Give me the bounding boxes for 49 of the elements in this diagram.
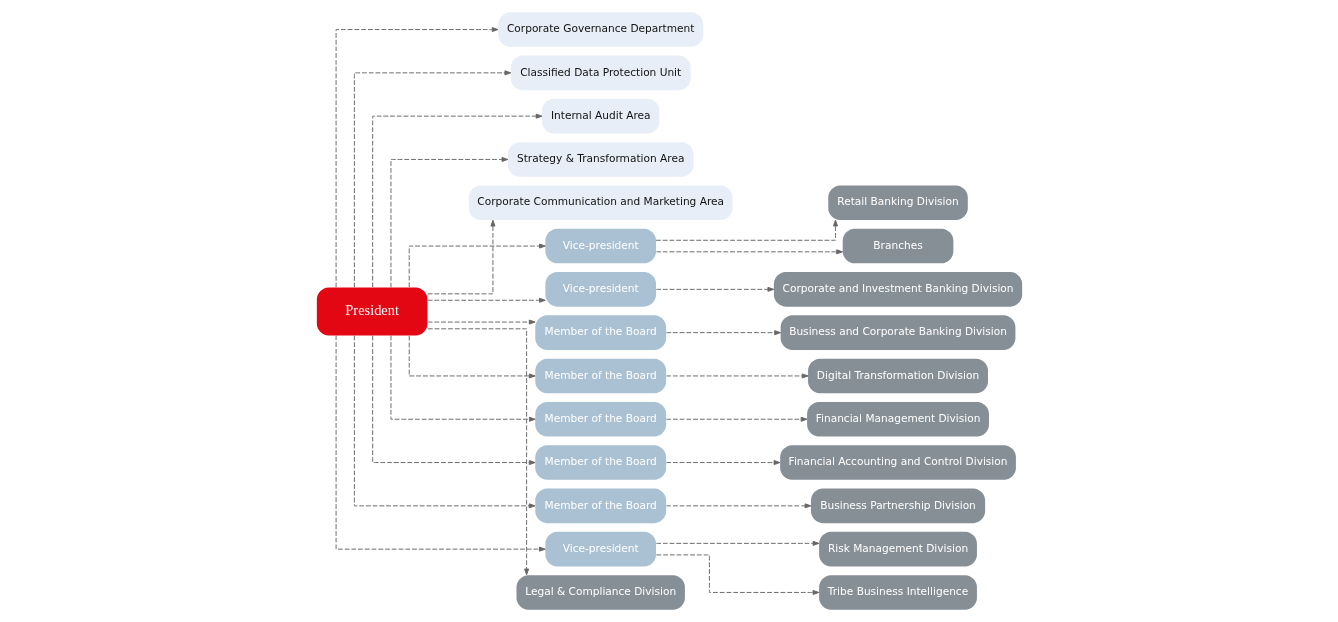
arrow: [389, 335, 536, 422]
node-box: Financial Management Division: [806, 401, 989, 437]
node-box: Digital Transformation Division: [807, 358, 988, 394]
arrow: [353, 70, 511, 288]
arrow: [408, 335, 536, 379]
arrow: [655, 219, 838, 241]
arrow: [389, 156, 508, 288]
node-box: Member of the Board: [534, 488, 666, 524]
node-box: Business Partnership Division: [810, 488, 985, 524]
node-box: Risk Management Division: [818, 531, 977, 567]
arrow: [426, 319, 536, 325]
arrow: [665, 416, 807, 422]
arrow: [655, 540, 819, 546]
arrow: [371, 113, 542, 288]
node-box: Member of the Board: [534, 445, 666, 480]
arrow: [353, 335, 535, 509]
node-box: Tribe Business Intelligence: [818, 575, 977, 610]
arrow: [655, 249, 843, 255]
arrow: [426, 297, 546, 303]
node-box: Legal & Compliance Division: [516, 575, 685, 610]
node-box: Branches: [842, 228, 953, 264]
node-box: Vice-president: [544, 272, 656, 307]
node-box: Corporate Governance Department: [497, 12, 703, 47]
arrow: [335, 335, 546, 552]
arrow: [665, 460, 780, 466]
arrow: [665, 503, 811, 509]
node-box: Vice-president: [544, 531, 656, 567]
arrow: [335, 27, 498, 288]
node-box: Classified Data Protection Unit: [510, 55, 691, 91]
node-box: Member of the Board: [534, 358, 666, 394]
node-box: President: [316, 287, 427, 336]
arrow: [408, 243, 546, 288]
arrow: [665, 330, 781, 336]
arrow: [371, 335, 536, 466]
node-box: Corporate Communication and Marketing Area: [468, 185, 732, 221]
arrow: [655, 286, 774, 292]
node-box: Vice-president: [544, 228, 656, 264]
node-box: Strategy & Transformation Area: [507, 142, 694, 177]
node-box: Business and Corporate Banking Division: [780, 315, 1015, 350]
node-box: Financial Accounting and Control Division: [779, 445, 1016, 480]
arrow: [665, 373, 809, 379]
node-box: Corporate and Investment Banking Division: [773, 272, 1022, 307]
node-box: Retail Banking Division: [827, 185, 968, 221]
node-box: Member of the Board: [534, 401, 666, 437]
node-box: Member of the Board: [534, 315, 666, 350]
arrow: [426, 219, 495, 295]
node-box: Internal Audit Area: [541, 98, 659, 134]
arrow: [426, 328, 529, 576]
arrow: [655, 554, 819, 595]
